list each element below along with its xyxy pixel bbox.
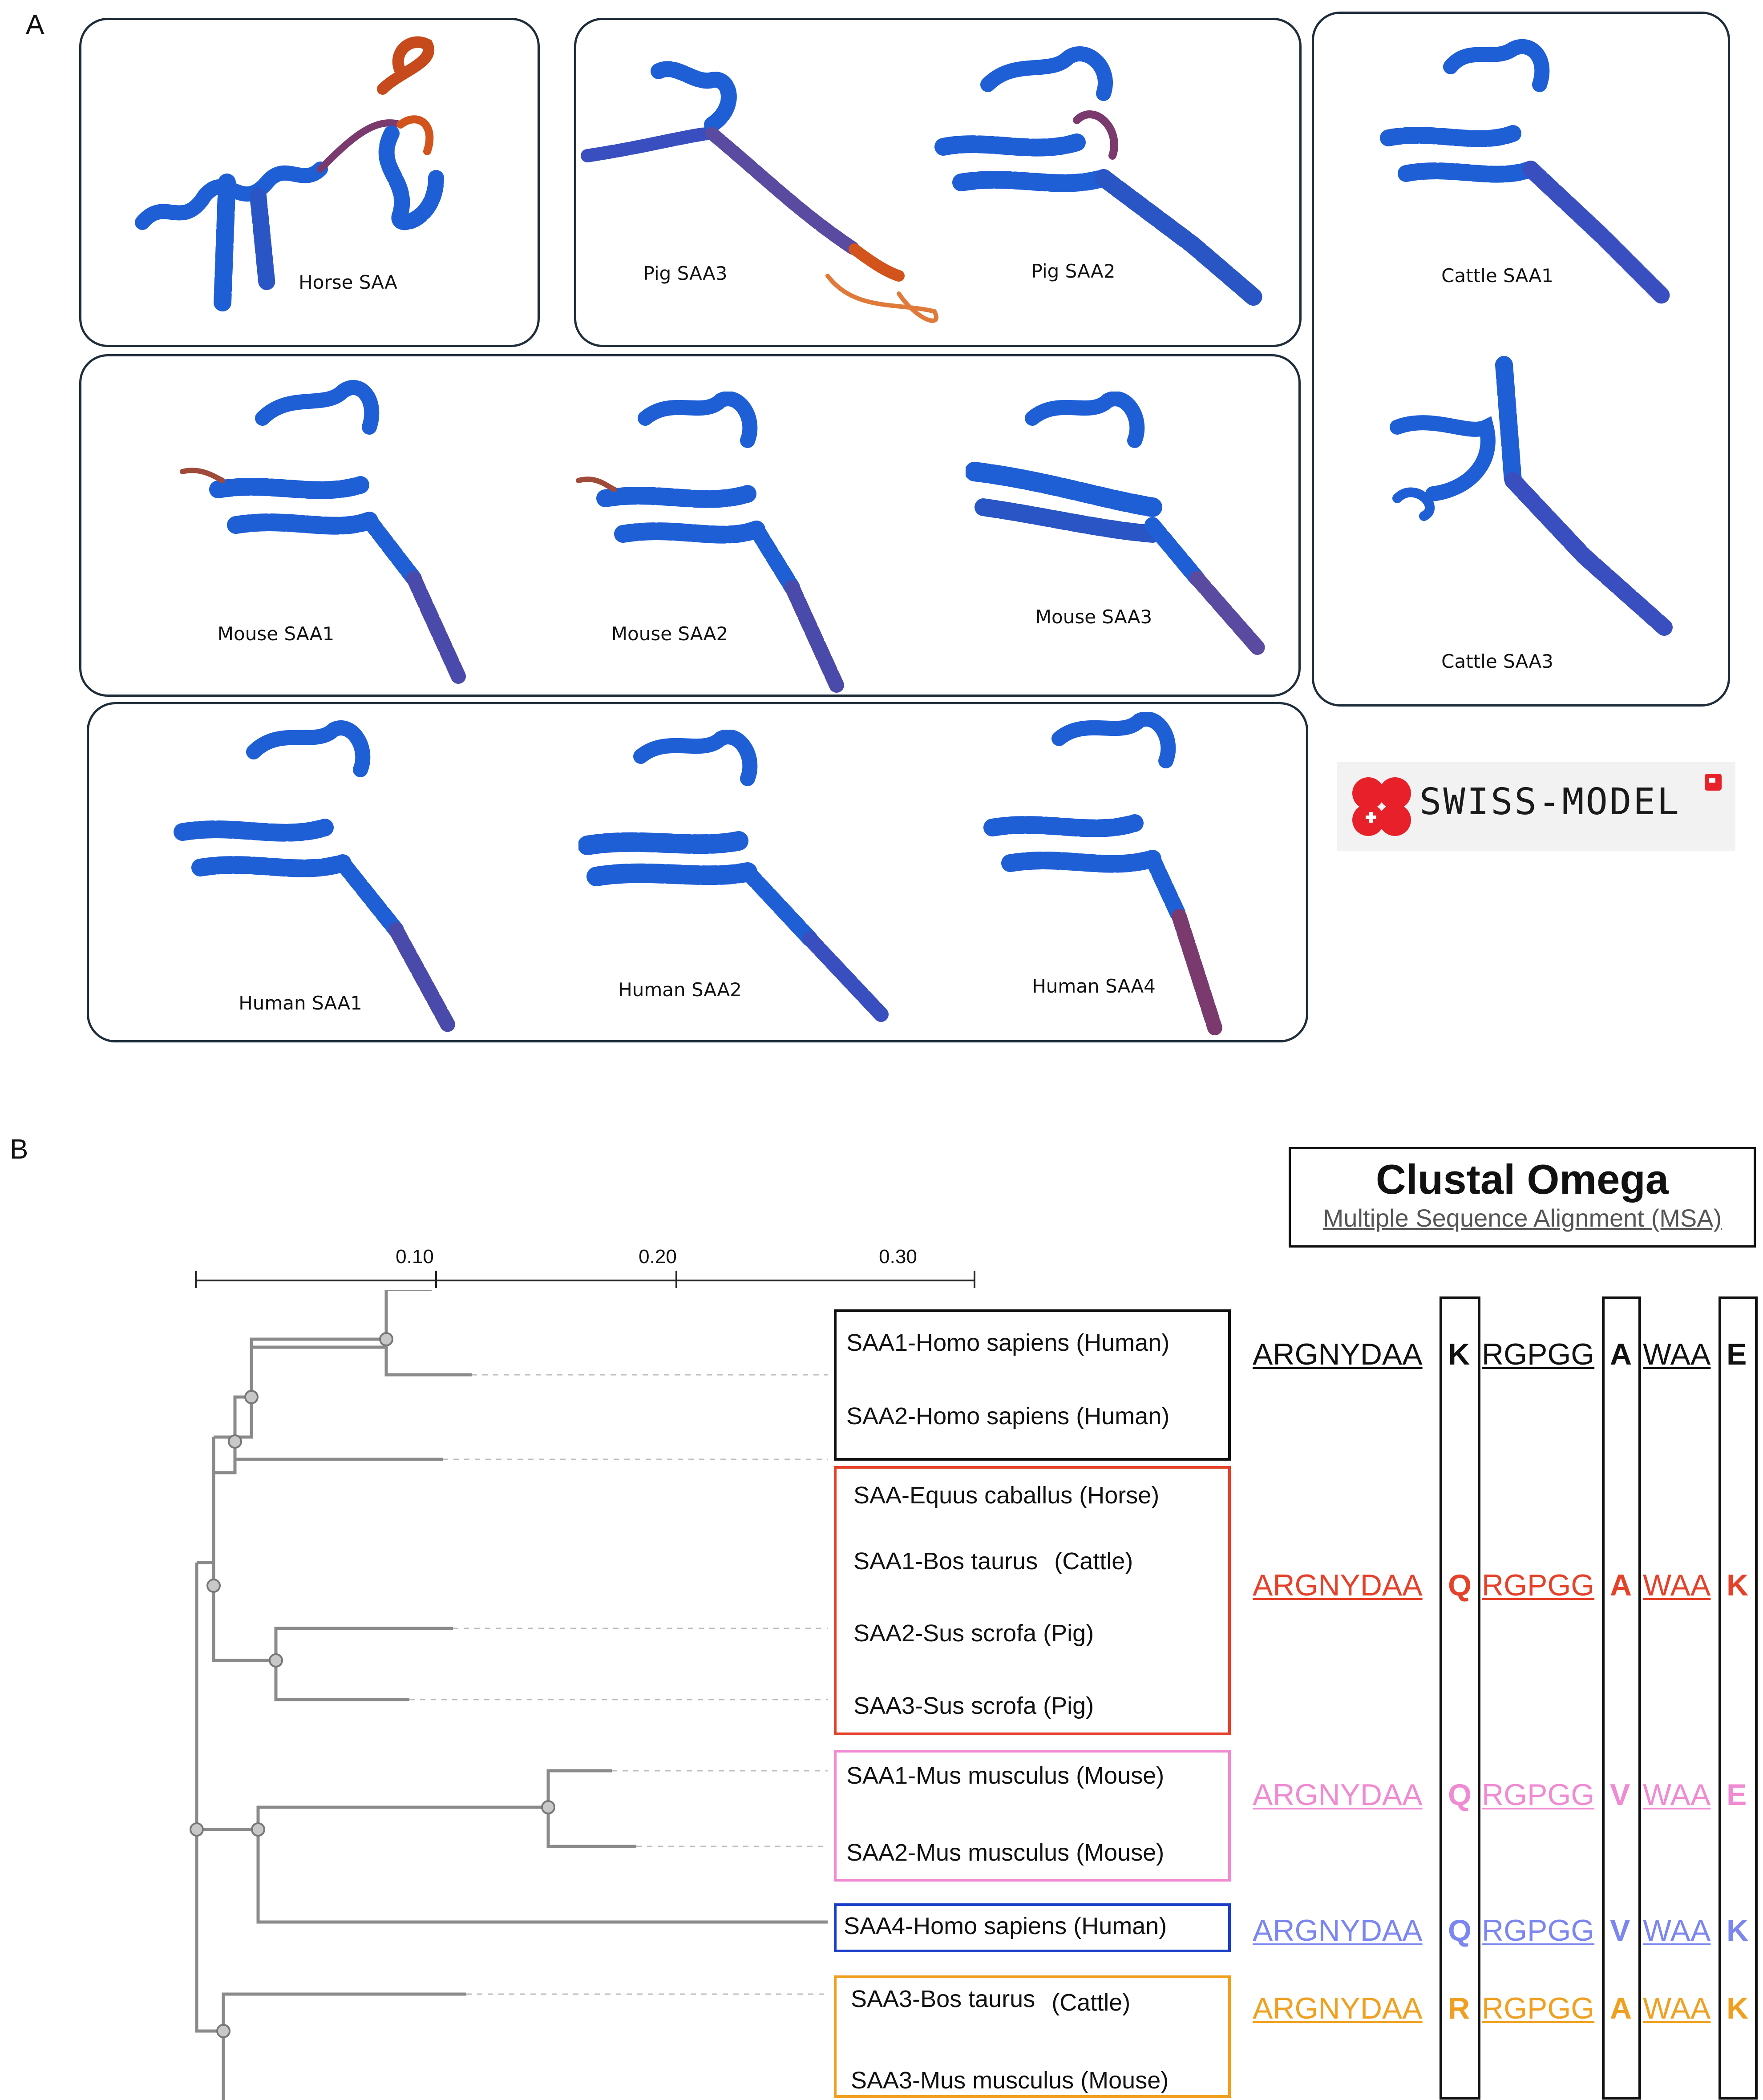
alignment-segment: WAA: [1643, 1778, 1711, 1812]
cattle-saa3-label: Cattle SAA3: [1441, 650, 1553, 672]
alignment-residue: A: [1610, 1568, 1632, 1602]
clustal-omega-box: Clustal Omega Multiple Sequence Alignmen…: [1289, 1147, 1756, 1248]
horse-saa-structure: [135, 36, 444, 311]
alignment-residue: A: [1610, 1991, 1632, 2025]
group-box-human-saa4: [834, 1903, 1231, 1952]
alignment-residue: K: [1727, 1991, 1749, 2025]
alignment-segment: ARGNYDAA: [1253, 1337, 1423, 1371]
alignment-residue: K: [1727, 1568, 1749, 1602]
alignment-column-box-1: [1440, 1296, 1480, 2100]
leaf-label: SAA3-Bos taurus (Cattle): [851, 1985, 1131, 2016]
mouse-saa3-label: Mouse SAA3: [1035, 606, 1152, 628]
group-box-horse-cattle-pig: [834, 1466, 1231, 1735]
leaf-label: SAA2-Homo sapiens (Human): [846, 1403, 1170, 1430]
alignment-segment: RGPGG: [1482, 1568, 1595, 1602]
phylogenetic-tree: [190, 1290, 828, 2100]
alignment-segment: WAA: [1643, 1337, 1711, 1371]
scale-tick-label: 0.30: [879, 1246, 917, 1268]
scale-axis: [195, 1271, 975, 1288]
horse-saa-label: Horse SAA: [299, 271, 397, 293]
alignment-segment: RGPGG: [1482, 1914, 1595, 1947]
leaf-label: SAA1-Mus musculus (Mouse): [846, 1762, 1165, 1789]
group-box-saa3: [834, 1975, 1231, 2098]
alignment-residue: V: [1610, 1778, 1630, 1812]
alignment-residue: Q: [1448, 1778, 1472, 1812]
alignment-residue: Q: [1448, 1568, 1472, 1602]
human-saa2-structure: [578, 730, 889, 1022]
pig-saa3-structure: [581, 61, 938, 323]
clustal-title: Clustal Omega: [1375, 1156, 1669, 1203]
alignment-segment: ARGNYDAA: [1253, 1914, 1423, 1947]
alignment-residue: R: [1448, 1991, 1470, 2025]
alignment-column-box-3: [1719, 1296, 1758, 2100]
alignment-residue: Q: [1448, 1914, 1472, 1947]
group-box-human: [834, 1309, 1231, 1461]
mouse-saa2-label: Mouse SAA2: [611, 623, 728, 645]
mouse-saa2-structure: [576, 392, 844, 693]
alignment-segment: RGPGG: [1482, 1337, 1595, 1371]
leaf-label: SAA4-Homo sapiens (Human): [844, 1913, 1167, 1939]
mouse-saa1-structure: [180, 380, 466, 684]
leaf-label: SAA1-Homo sapiens (Human): [846, 1329, 1170, 1356]
alignment-residue: A: [1610, 1337, 1632, 1371]
cattle-saa3-structure: [1390, 356, 1673, 636]
cattle-saa1-label: Cattle SAA1: [1441, 265, 1553, 287]
cattle-box: [1312, 12, 1730, 707]
swiss-model-mark-icon: [1705, 774, 1722, 791]
mouse-saa1-label: Mouse SAA1: [217, 623, 335, 645]
group-box-mouse: [834, 1750, 1231, 1882]
alignment-segment: WAA: [1643, 1568, 1711, 1602]
leaf-label: SAA2-Sus scrofa (Pig): [853, 1620, 1094, 1647]
alignment-segment: WAA: [1643, 1991, 1711, 2025]
mouse-saa3-structure: [966, 392, 1267, 657]
alignment-residue: E: [1727, 1778, 1747, 1812]
human-saa4-label: Human SAA4: [1032, 975, 1156, 997]
leaf-label: SAA1-Bos taurus (Cattle): [853, 1547, 1133, 1575]
human-saa1-label: Human SAA1: [239, 992, 362, 1014]
alignment-column-box-2: [1602, 1296, 1641, 2100]
clustal-subtitle: Multiple Sequence Alignment (MSA): [1322, 1204, 1722, 1232]
panel-a-letter: A: [26, 9, 44, 40]
alignment-segment: RGPGG: [1482, 1778, 1595, 1812]
leaf-label: SAA3-Mus musculus (Mouse): [851, 2067, 1169, 2094]
alignment-residue: K: [1448, 1337, 1470, 1371]
cattle-saa1-structure: [1380, 39, 1673, 307]
swiss-model-logo-icon: [1352, 777, 1411, 836]
alignment-residue: V: [1610, 1914, 1630, 1947]
leaf-label: SAA2-Mus musculus (Mouse): [846, 1839, 1165, 1866]
swiss-model-logo-text: SWISS-MODEL: [1419, 781, 1681, 823]
pig-saa2-structure: [934, 46, 1264, 307]
alignment-residue: E: [1727, 1337, 1747, 1371]
panel-b-letter: B: [10, 1134, 28, 1165]
pig-saa2-label: Pig SAA2: [1031, 260, 1116, 282]
human-saa4-structure: [983, 712, 1222, 1035]
human-saa1-structure: [174, 720, 457, 1035]
leaf-label-text: SAA3-Bos taurus: [851, 1986, 1035, 2012]
alignment-segment: ARGNYDAA: [1253, 1991, 1423, 2025]
leaf-label: SAA-Equus caballus (Horse): [853, 1482, 1160, 1509]
swiss-model-logo: SWISS-MODEL: [1337, 762, 1735, 851]
leaf-label: SAA3-Sus scrofa (Pig): [853, 1692, 1094, 1719]
alignment-segment: ARGNYDAA: [1253, 1778, 1423, 1812]
leaf-label-text: SAA1-Bos taurus: [853, 1548, 1038, 1575]
leaf-label-suffix: (Cattle): [1054, 1548, 1133, 1575]
scale-tick-label: 0.20: [639, 1246, 677, 1268]
alignment-segment: WAA: [1643, 1914, 1711, 1947]
pig-saa3-label: Pig SAA3: [643, 262, 728, 284]
leaf-label-suffix: (Cattle): [1051, 1989, 1131, 2016]
alignment-segment: ARGNYDAA: [1253, 1568, 1423, 1602]
alignment-segment: RGPGG: [1482, 1991, 1595, 2025]
human-saa2-label: Human SAA2: [618, 979, 742, 1001]
alignment-residue: K: [1727, 1914, 1749, 1947]
scale-tick-label: 0.10: [396, 1246, 434, 1268]
pig-box: [574, 18, 1302, 347]
